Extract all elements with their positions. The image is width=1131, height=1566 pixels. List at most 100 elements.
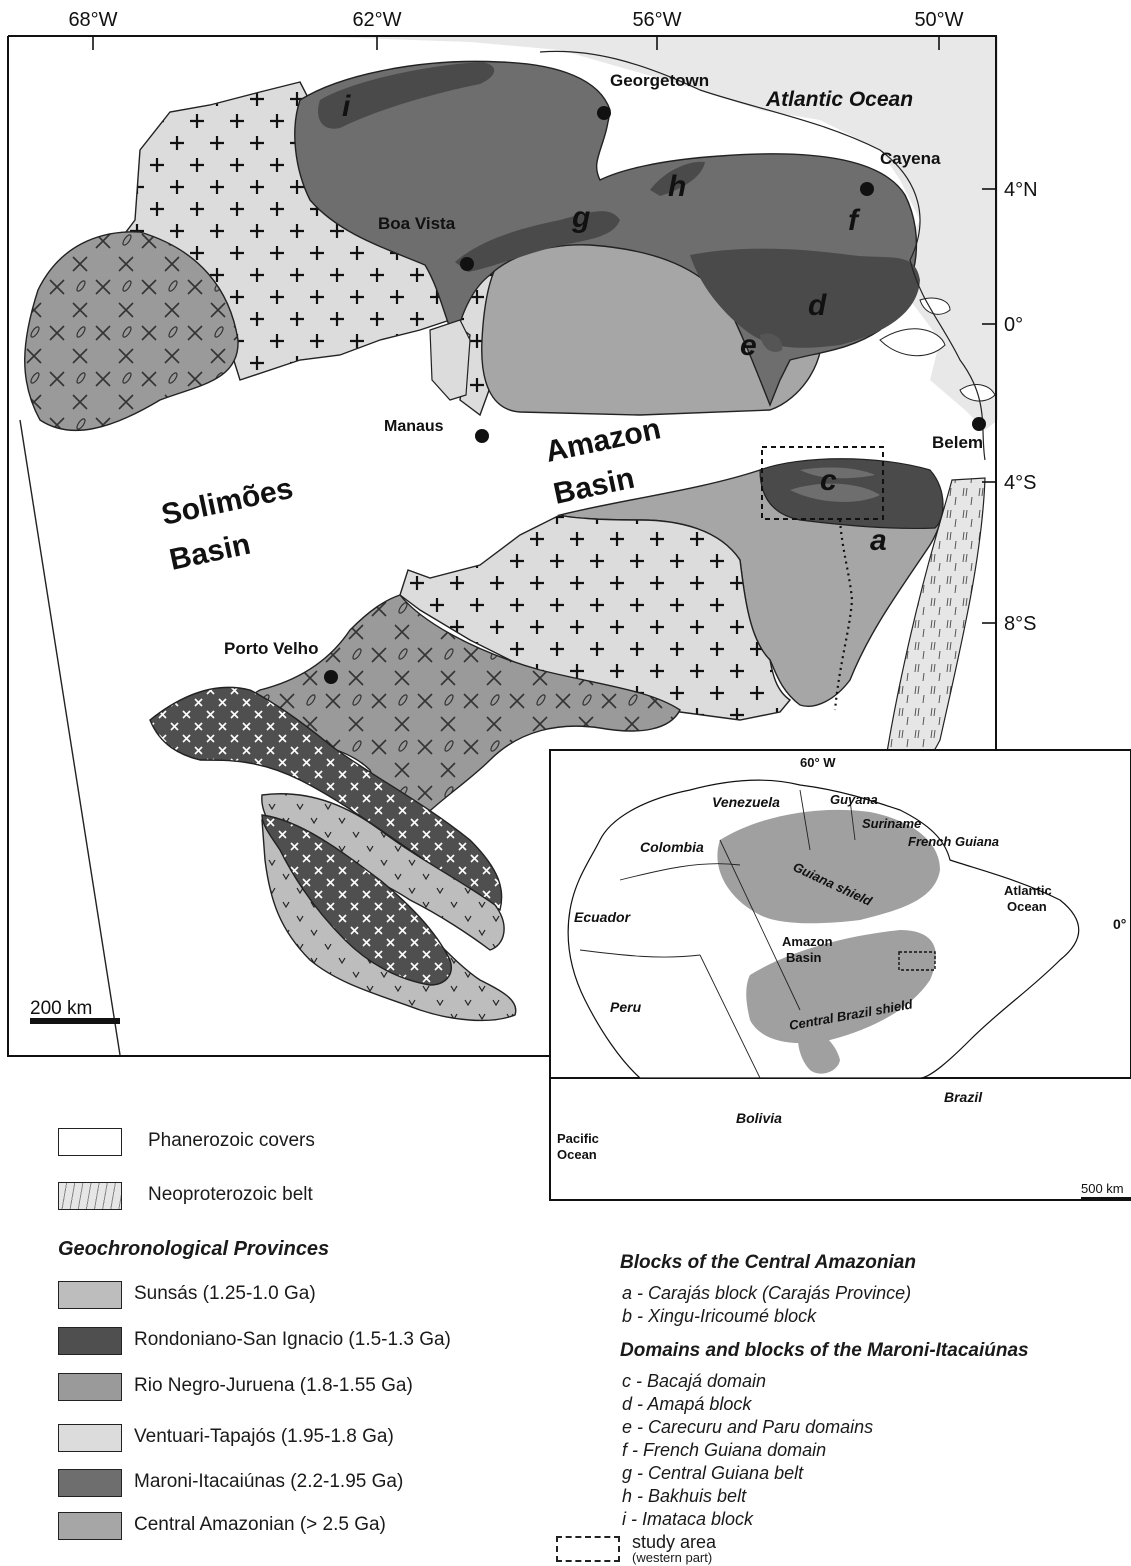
inset-country-suriname: Suriname (862, 816, 921, 831)
inset-country-colombia: Colombia (640, 839, 704, 855)
city-dot-cayena (860, 182, 874, 196)
inset-amazon-label-2: Basin (786, 950, 821, 965)
block-letter-a: a (870, 524, 887, 557)
block-letter-h: h (668, 170, 686, 203)
city-label-belem: Belem (932, 433, 983, 452)
legend-blocks-title: Blocks of the Central Amazonian (620, 1252, 916, 1273)
city-label-manaus: Manaus (384, 418, 444, 435)
latitude-label-4s: 4°S (1004, 472, 1036, 494)
inset-longitude-label: 60° W (800, 755, 836, 770)
latitude-label-4n: 4°N (1004, 179, 1038, 201)
city-dot-boa-vista (460, 257, 474, 271)
city-label-boa-vista: Boa Vista (378, 214, 456, 233)
bacaja-inner-2 (800, 467, 875, 479)
inset-atlantic-label-1: Atlantic (1004, 883, 1052, 898)
inset-scale-label: 500 km (1081, 1181, 1124, 1196)
legend-domain-d: d - Amapá block (622, 1394, 752, 1414)
rio-negro-juruena-south (249, 594, 681, 823)
legend-domain-e: e - Carecuru and Paru domains (622, 1417, 874, 1437)
city-label-porto-velho: Porto Velho (224, 639, 318, 658)
block-letter-i: i (342, 90, 351, 123)
legend-swatch-neoproterozoic (58, 1182, 122, 1210)
inset-country-peru: Peru (610, 999, 642, 1015)
solimoes-basin-label-2: Basin (167, 528, 254, 577)
inset-country-brazil: Brazil (944, 1089, 983, 1105)
rio-negro-juruena-west (24, 231, 239, 432)
legend-block-a: a - Carajás block (Carajás Province) (622, 1283, 912, 1303)
block-letter-g: g (571, 201, 590, 234)
longitude-label-68w: 68°W (68, 9, 117, 31)
inset-pacific-label-1: Pacific (557, 1131, 599, 1146)
atlantic-ocean-label: Atlantic Ocean (765, 88, 913, 111)
city-dot-georgetown (597, 106, 611, 120)
graticule-ticks (92, 36, 996, 624)
study-area-rectangle (761, 446, 884, 520)
latitude-label-0: 0° (1004, 314, 1023, 336)
legend-block-b: b - Xingu-Iricoumé block (622, 1306, 817, 1326)
imataca-block (318, 62, 495, 129)
inset-central-brazil-shield (746, 930, 936, 1044)
legend-label-phanerozoic: Phanerozoic covers (148, 1130, 315, 1151)
longitude-label-50w: 50°W (914, 9, 963, 31)
legend-swatch-ventuari (58, 1424, 122, 1452)
longitude-label-62w: 62°W (352, 9, 401, 31)
inset-map: 60° W 0° Venezuela Guyana Suriname Frenc… (549, 749, 1131, 1200)
legend-domain-c: c - Bacajá domain (622, 1371, 767, 1391)
rondoniano-south (261, 814, 452, 986)
legend-label-rio-negro: Rio Negro-Juruena (1.8-1.55 Ga) (134, 1375, 413, 1396)
central-guiana-belt (455, 211, 620, 272)
inset-study-area (898, 951, 936, 971)
rondoniano-north (149, 686, 503, 911)
amazon-basin-label-1: Amazon (543, 412, 664, 469)
atlantic-ocean (300, 36, 998, 430)
inset-continent (567, 779, 1080, 1078)
legend-domain-i: i - Imataca block (622, 1509, 754, 1529)
legend-label-neoproterozoic: Neoproterozoic belt (148, 1184, 313, 1205)
city-dot-manaus (475, 429, 489, 443)
legend-swatch-rio-negro (58, 1373, 122, 1401)
legend-swatch-central-amazonian (58, 1512, 122, 1540)
inset-amazon-label-1: Amazon (782, 934, 833, 949)
legend-label-rondoniano: Rondoniano-San Ignacio (1.5-1.3 Ga) (134, 1329, 451, 1350)
inset-pacific-label-2: Ocean (557, 1147, 597, 1162)
latitude-label-8s: 8°S (1004, 613, 1036, 635)
inset-frame (549, 749, 1131, 1201)
block-letter-d: d (808, 289, 827, 322)
coastline-outline (539, 50, 986, 461)
longitude-label-56w: 56°W (632, 9, 681, 31)
city-dot-belem (972, 417, 986, 431)
legend-domain-f: f - French Guiana domain (622, 1440, 827, 1460)
inset-guiana-shield (717, 809, 940, 924)
inset-atlantic-label-2: Ocean (1007, 899, 1047, 914)
legend-provinces-title: Geochronological Provinces (58, 1238, 330, 1260)
legend-study-area-swatch (556, 1536, 620, 1562)
legend-label-sunsas: Sunsás (1.25-1.0 Ga) (134, 1283, 316, 1304)
main-map-frame (7, 35, 997, 1057)
inset-country-french-guiana: French Guiana (908, 834, 999, 849)
legend-label-central-amazonian: Central Amazonian (> 2.5 Ga) (134, 1514, 386, 1535)
solimoes-basin-label-1: Solimões (159, 472, 296, 532)
rio-negro-sliver (429, 319, 471, 401)
block-letter-e: e (740, 329, 757, 362)
block-letter-c: c (820, 464, 837, 497)
block-letter-f: f (848, 204, 861, 237)
inset-scale-bar (1081, 1197, 1131, 1200)
legend-domain-g: g - Central Guiana belt (622, 1463, 804, 1483)
main-scale-bar (30, 1018, 120, 1024)
city-label-cayena: Cayena (880, 149, 941, 168)
legend-swatch-phanerozoic (58, 1128, 122, 1156)
bakhuis-belt (650, 161, 705, 196)
inset-country-guyana: Guyana (830, 792, 878, 807)
legend-swatch-rondoniano (58, 1327, 122, 1355)
inset-equator-label: 0° (1113, 916, 1126, 932)
legend-label-maroni: Maroni-Itacaiúnas (2.2-1.95 Ga) (134, 1471, 404, 1492)
basin-boundary-line (19, 419, 121, 1056)
inset-country-venezuela: Venezuela (712, 794, 780, 810)
carecuru-paru-domain (760, 333, 783, 353)
main-scale-label: 200 km (30, 998, 92, 1019)
legend-domains-title: Domains and blocks of the Maroni-Itacaiú… (620, 1340, 1029, 1361)
bacaja-inner-1 (790, 483, 880, 502)
legend-study-area-label: study area (632, 1532, 717, 1552)
inset-bolivia-shield (798, 1029, 840, 1074)
